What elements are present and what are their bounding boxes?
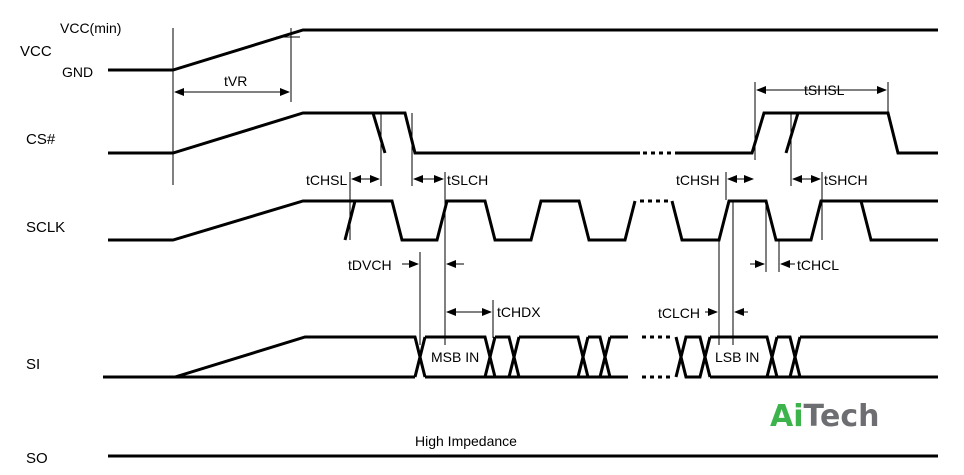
tdvch-label: tDVCH xyxy=(348,257,392,273)
tchsh-label: tCHSH xyxy=(676,172,720,188)
tvr-annotation: tVR xyxy=(174,73,290,96)
msb-in-label: MSB IN xyxy=(431,349,479,365)
aitech-logo: AiTech xyxy=(770,399,879,434)
sclk-waveform xyxy=(108,199,938,242)
tchdx-annotation: tCHDX xyxy=(446,300,541,338)
tclch-annotation: tCLCH xyxy=(658,201,748,345)
vcc-label: VCC xyxy=(20,43,52,60)
tclch-label: tCLCH xyxy=(658,305,700,321)
tslch-label: tSLCH xyxy=(447,172,488,188)
tslch-annotation: tSLCH xyxy=(411,113,488,345)
tvr-label: tVR xyxy=(224,73,247,89)
tshch-label: tSHCH xyxy=(824,172,868,188)
vcc-waveform xyxy=(108,28,938,185)
logo-letter-a: A xyxy=(770,399,794,434)
tshch-annotation: tSHCH xyxy=(790,113,868,240)
tchcl-label: tCHCL xyxy=(797,257,839,273)
vcc-min-label: VCC(min) xyxy=(60,20,121,36)
tchdx-label: tCHDX xyxy=(497,304,541,320)
svg-text:AiTech: AiTech xyxy=(770,399,879,434)
tchsl-label: tCHSL xyxy=(306,172,347,188)
lsb-in-label: LSB IN xyxy=(715,349,759,365)
si-label: SI xyxy=(26,356,40,373)
si-waveform xyxy=(103,335,938,379)
tchsl-annotation: tCHSL xyxy=(306,113,382,240)
logo-word-tech: Tech xyxy=(804,399,880,434)
tdvch-annotation: tDVCH xyxy=(348,252,464,345)
tchcl-annotation: tCHCL xyxy=(750,201,839,273)
sclk-label: SCLK xyxy=(26,219,65,236)
tchsh-annotation: tCHSH xyxy=(676,172,754,200)
cs-waveform xyxy=(108,111,938,155)
tshsl-annotation: tSHSL xyxy=(754,82,889,160)
logo-letter-i: i xyxy=(793,399,803,434)
cs-label: CS# xyxy=(26,131,56,148)
tshsl-label: tSHSL xyxy=(804,82,845,98)
gnd-label: GND xyxy=(62,64,93,80)
high-impedance-label: High Impedance xyxy=(415,433,517,449)
so-label: SO xyxy=(26,450,48,467)
